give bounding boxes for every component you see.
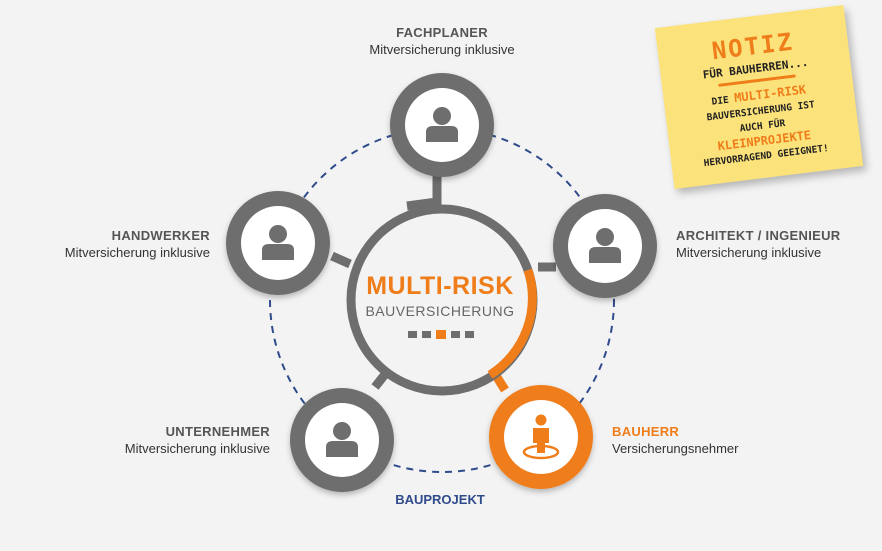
fachplaner-title: FACHPLANER [396, 25, 488, 40]
center-ring-accent-arc [487, 268, 537, 379]
unternehmer-subtitle: Mitversicherung inklusive [124, 441, 270, 456]
bauprojekt-label: BAUPROJEKT [395, 492, 485, 507]
unternehmer-title: UNTERNEHMER [165, 424, 270, 439]
architekt-title: ARCHITEKT / INGENIEUR [676, 228, 841, 243]
bauherr-title: BAUHERR [612, 424, 680, 439]
center-squares [408, 330, 474, 339]
note-line-1a: DIE [711, 94, 730, 108]
label-handwerker: HANDWERKER Mitversicherung inklusive [20, 227, 210, 261]
person-icon [589, 228, 621, 263]
center-subtitle: BAUVERSICHERUNG [365, 303, 515, 319]
label-unternehmer: UNTERNEHMER Mitversicherung inklusive [80, 423, 270, 457]
person-icon [262, 225, 294, 260]
bauherr-subtitle: Versicherungsnehmer [612, 441, 739, 456]
label-architekt: ARCHITEKT / INGENIEUR Mitversicherung in… [676, 227, 876, 261]
sticky-note: NOTIZ FÜR BAUHERREN... DIE MULTI-RISK BA… [654, 5, 864, 189]
label-bauherr: BAUHERR Versicherungsnehmer [612, 423, 812, 457]
handwerker-subtitle: Mitversicherung inklusive [64, 245, 210, 260]
person-target-icon [522, 414, 560, 460]
person-icon [426, 107, 458, 142]
handwerker-title: HANDWERKER [111, 228, 210, 243]
center-title: MULTI-RISK [366, 272, 514, 300]
fachplaner-subtitle: Mitversicherung inklusive [369, 42, 515, 57]
architekt-subtitle: Mitversicherung inklusive [676, 245, 822, 260]
label-fachplaner: FACHPLANER Mitversicherung inklusive [340, 24, 544, 58]
person-icon [326, 422, 358, 457]
